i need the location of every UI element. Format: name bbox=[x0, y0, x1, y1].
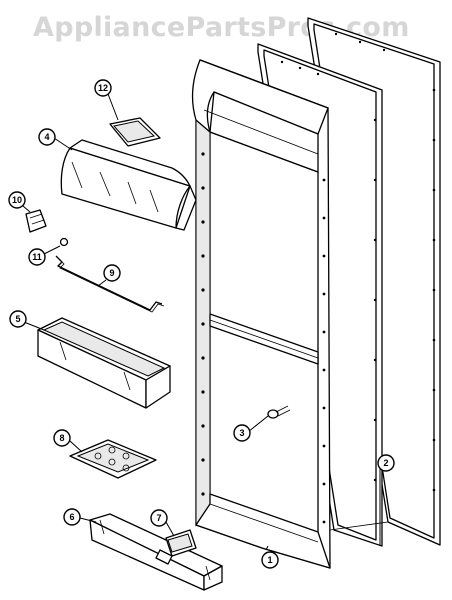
hinge bbox=[25, 209, 47, 233]
svg-text:11: 11 bbox=[32, 252, 42, 262]
callout-8: 8 bbox=[53, 429, 71, 447]
svg-text:5: 5 bbox=[15, 314, 20, 324]
svg-text:9: 9 bbox=[109, 268, 114, 278]
callout-11: 11 bbox=[28, 248, 46, 266]
leader-lines bbox=[22, 93, 381, 551]
gasket-holes bbox=[280, 32, 436, 492]
callout-4: 4 bbox=[38, 128, 56, 146]
callout-3: 3 bbox=[233, 424, 251, 442]
svg-text:3: 3 bbox=[239, 428, 244, 438]
callout-7: 7 bbox=[150, 509, 168, 527]
clip bbox=[109, 117, 161, 147]
callout-9: 9 bbox=[103, 264, 121, 282]
callout-1: 1 bbox=[261, 551, 279, 569]
callout-2: 2 bbox=[377, 454, 395, 472]
callout-6: 6 bbox=[63, 508, 81, 526]
callout-5: 5 bbox=[9, 310, 27, 328]
svg-text:2: 2 bbox=[383, 458, 388, 468]
bracket bbox=[155, 529, 197, 565]
screw bbox=[267, 405, 291, 419]
svg-text:4: 4 bbox=[44, 132, 49, 142]
svg-text:10: 10 bbox=[12, 195, 22, 205]
svg-text:7: 7 bbox=[156, 513, 161, 523]
dairy-door bbox=[60, 139, 197, 231]
svg-text:12: 12 bbox=[98, 83, 108, 93]
door-liner bbox=[191, 59, 331, 569]
door-bin bbox=[37, 317, 171, 409]
callout-12: 12 bbox=[94, 79, 112, 97]
rod bbox=[55, 255, 165, 313]
svg-text:1: 1 bbox=[267, 555, 272, 565]
callout-10: 10 bbox=[8, 191, 26, 209]
egg-tray bbox=[69, 439, 157, 479]
svg-text:6: 6 bbox=[69, 512, 74, 522]
nut bbox=[59, 237, 69, 247]
svg-text:8: 8 bbox=[59, 433, 64, 443]
